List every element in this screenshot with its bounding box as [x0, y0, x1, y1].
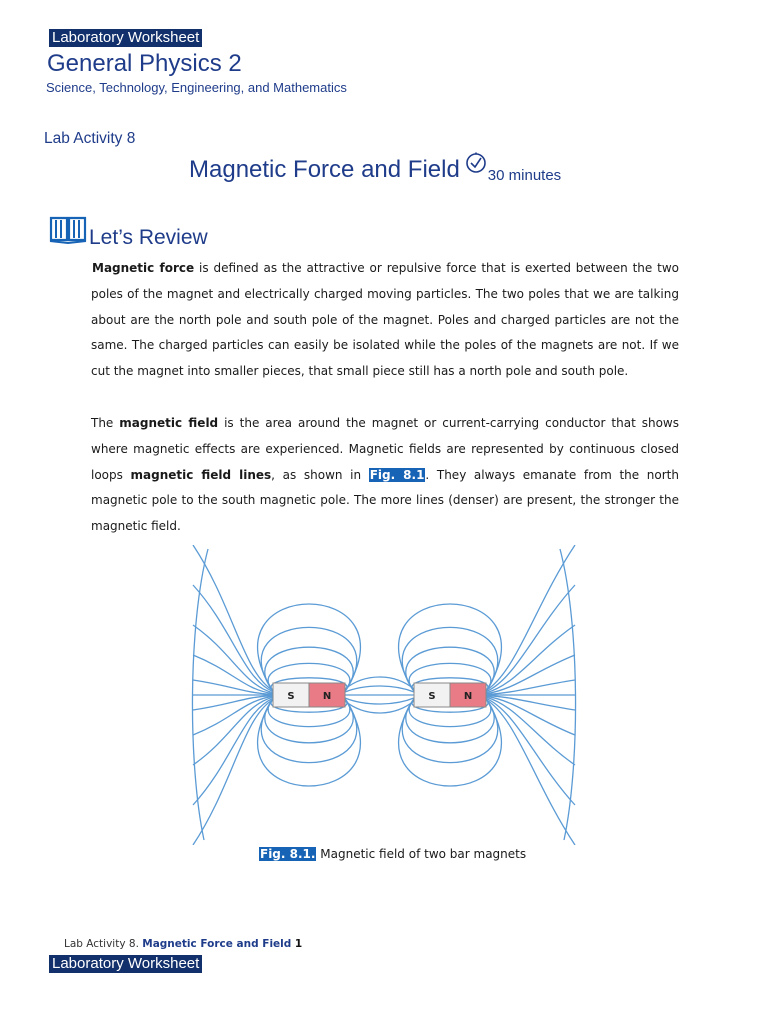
field-line	[192, 697, 274, 806]
field-line	[260, 626, 358, 692]
field-line	[408, 662, 492, 692]
paragraph-text: is the area around the magnet or current…	[91, 416, 679, 482]
paragraph-magnetic-force: Magnetic force is defined as the attract…	[91, 256, 679, 385]
figure-caption: Fig. 8.1. Magnetic field of two bar magn…	[259, 847, 526, 861]
field-line	[485, 695, 576, 736]
paragraph-text: , as shown in	[271, 467, 369, 482]
field-line	[408, 698, 492, 728]
north-pole	[308, 682, 346, 708]
field-line	[264, 646, 354, 692]
south-pole-label: S	[287, 691, 294, 702]
north-pole-label: N	[323, 691, 331, 702]
term-magnetic-force: Magnetic force	[92, 261, 195, 275]
field-line	[264, 698, 354, 744]
field-line	[344, 700, 415, 714]
field-line	[192, 624, 274, 694]
course-title: General Physics 2	[47, 50, 242, 77]
field-line	[192, 544, 274, 692]
field-line	[401, 698, 499, 764]
field-line	[485, 544, 576, 692]
field-line	[485, 584, 576, 693]
field-line	[405, 698, 495, 744]
field-line	[405, 646, 495, 692]
field-line	[257, 698, 361, 787]
clock-check-icon	[464, 151, 488, 182]
section-heading-row: Let’s Review	[49, 214, 208, 250]
footer-worksheet-tag: Laboratory Worksheet	[49, 955, 203, 973]
field-line	[192, 679, 274, 696]
figure-reference-link[interactable]: Fig. 8.1	[368, 467, 426, 482]
field-line	[485, 698, 576, 846]
south-pole-label: S	[428, 691, 435, 702]
activity-title: Magnetic Force and Field	[189, 156, 460, 183]
field-line	[485, 696, 576, 766]
field-line	[191, 548, 209, 841]
field-line	[192, 698, 274, 846]
field-line	[485, 679, 576, 696]
paragraph-text: is defined as the attractive or repulsiv…	[91, 261, 679, 379]
field-line	[344, 676, 415, 690]
field-line	[267, 662, 351, 692]
north-pole	[449, 682, 487, 708]
paragraph-lead: The	[91, 416, 120, 430]
course-subtitle: Science, Technology, Engineering, and Ma…	[46, 80, 347, 95]
field-line	[192, 654, 274, 695]
field-line	[485, 654, 576, 695]
term-magnetic-field: magnetic field	[119, 416, 219, 430]
field-line	[270, 677, 348, 692]
field-line	[192, 584, 274, 693]
field-line	[485, 624, 576, 694]
activity-duration: 30 minutes	[487, 167, 562, 184]
activity-title-row: Magnetic Force and Field 30 minutes	[189, 151, 561, 184]
field-line	[398, 603, 502, 692]
lab-activity-label: Lab Activity 8	[44, 130, 136, 147]
term-field-lines: magnetic field lines	[130, 467, 272, 482]
caption-text: Magnetic field of two bar magnets	[316, 847, 527, 861]
field-line	[559, 548, 577, 841]
footer-prefix: Lab Activity 8.	[64, 938, 143, 950]
field-line	[344, 697, 415, 705]
field-line	[267, 698, 351, 728]
caption-label: Fig. 8.1.	[259, 847, 317, 861]
field-line	[192, 694, 274, 711]
south-pole	[272, 682, 310, 708]
field-line	[192, 696, 274, 766]
footer-running-title: Lab Activity 8. Magnetic Force and Field…	[64, 938, 302, 950]
field-line	[344, 685, 415, 693]
field-line	[411, 698, 489, 713]
field-line	[401, 626, 499, 692]
field-line	[257, 603, 361, 692]
page-number: 1	[291, 938, 303, 950]
field-line	[398, 698, 502, 787]
paragraph-text: . They always emanate from the north mag…	[91, 467, 679, 534]
footer-title: Magnetic Force and Field	[142, 938, 292, 950]
field-line	[260, 698, 358, 764]
paragraph-magnetic-field: The magnetic field is the area around th…	[91, 411, 679, 540]
field-line	[192, 695, 274, 736]
field-line	[485, 694, 576, 711]
north-pole-label: N	[464, 691, 472, 702]
field-line	[270, 698, 348, 713]
field-line	[485, 697, 576, 806]
field-line	[411, 677, 489, 692]
open-book-icon	[49, 214, 87, 250]
worksheet-tag: Laboratory Worksheet	[49, 29, 203, 47]
section-heading: Let’s Review	[89, 226, 208, 249]
